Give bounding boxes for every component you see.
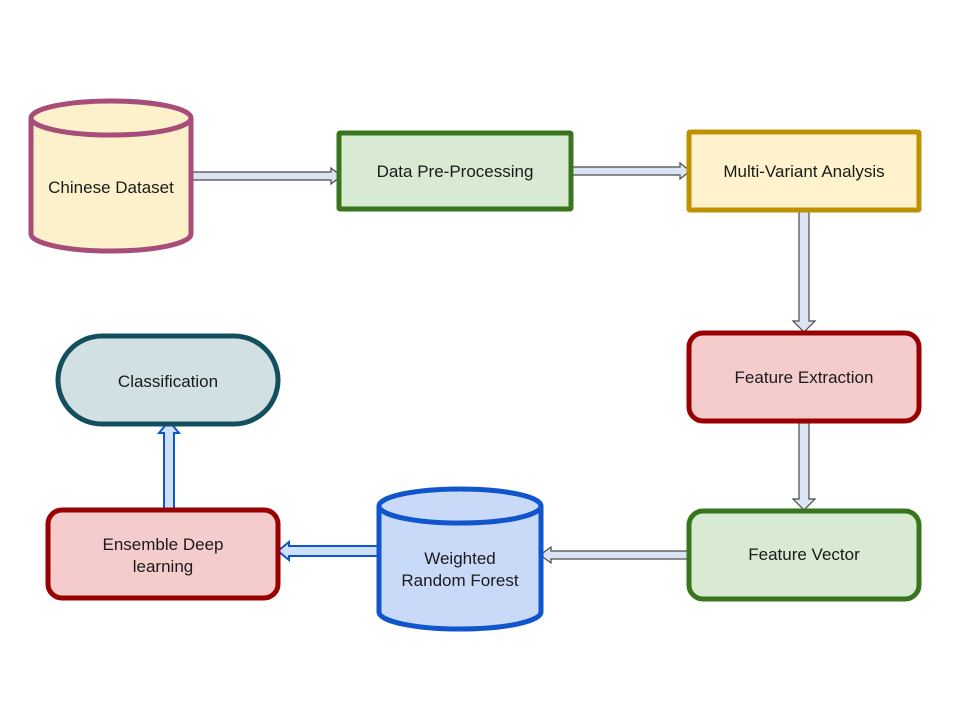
node-label-line-2: learning bbox=[133, 557, 194, 576]
cylinder-top bbox=[376, 486, 544, 526]
cylinder-top bbox=[28, 98, 194, 138]
node-feature-extraction: Feature Extraction bbox=[686, 330, 922, 424]
arrow-ensemble-to-classification bbox=[156, 419, 182, 510]
node-classification: Classification bbox=[55, 333, 281, 427]
arrow-vector-to-random-forest bbox=[538, 545, 692, 565]
arrow-mva-to-feature-extraction bbox=[791, 210, 817, 333]
node-chinese-dataset: Chinese Dataset bbox=[28, 98, 194, 254]
node-data-pre-processing: Data Pre-Processing bbox=[336, 130, 574, 212]
node-feature-vector: Feature Vector bbox=[686, 508, 922, 602]
node-ensemble-deep-learning: Ensemble Deep learning bbox=[45, 507, 281, 601]
arrow-feature-extraction-to-vector bbox=[791, 422, 817, 511]
arrow-preprocessing-to-mva bbox=[571, 161, 691, 181]
cylinder-body bbox=[28, 118, 194, 254]
node-multi-variant-analysis: Multi-Variant Analysis bbox=[686, 129, 922, 213]
node-label-line-1: Weighted bbox=[424, 549, 496, 568]
node-label: Multi-Variant Analysis bbox=[723, 162, 884, 181]
arrow-dataset-to-preprocessing bbox=[190, 166, 342, 186]
node-label: Classification bbox=[118, 372, 218, 391]
node-label: Data Pre-Processing bbox=[377, 162, 534, 181]
node-label: Feature Vector bbox=[748, 545, 860, 564]
node-weighted-random-forest: Weighted Random Forest bbox=[376, 486, 544, 632]
node-label: Feature Extraction bbox=[735, 368, 874, 387]
cylinder-body bbox=[376, 506, 544, 632]
node-label-line-2: Random Forest bbox=[401, 571, 518, 590]
arrow-random-forest-to-ensemble bbox=[276, 539, 380, 563]
node-label-line-1: Ensemble Deep bbox=[103, 535, 224, 554]
node-label: Chinese Dataset bbox=[48, 178, 174, 197]
